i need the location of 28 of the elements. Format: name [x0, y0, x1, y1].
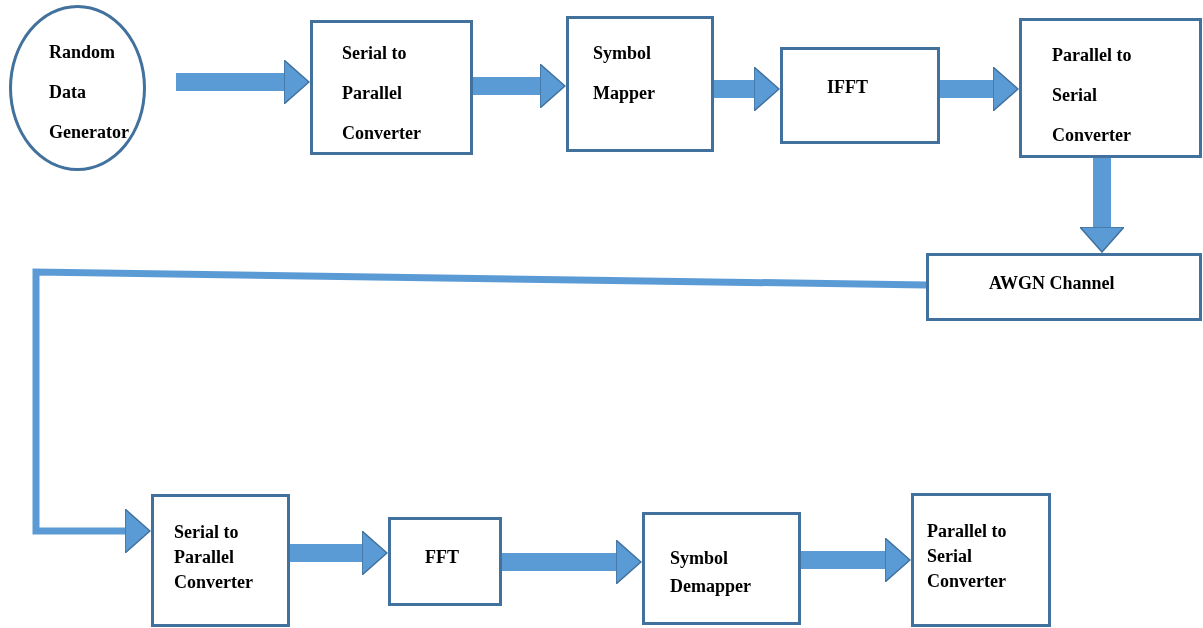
- process-box: [1019, 18, 1202, 158]
- node-label: Parallel to Serial Converter: [927, 520, 1008, 593]
- arrow: [290, 530, 388, 576]
- process-box: [926, 253, 1202, 321]
- node-label: IFFT: [827, 76, 869, 99]
- process-box: [310, 20, 473, 155]
- arrow: [714, 66, 780, 112]
- node-label: Serial to Parallel Converter: [174, 521, 254, 594]
- node-label: AWGN Channel: [989, 272, 1116, 295]
- node-label: FFT: [425, 546, 460, 569]
- node-label: Symbol Demapper: [670, 547, 752, 598]
- process-box: [911, 493, 1051, 627]
- node-label: Random Data Generator: [49, 41, 130, 144]
- arrow: [32, 268, 927, 554]
- arrow: [801, 537, 911, 583]
- arrow: [940, 66, 1019, 112]
- arrow: [176, 59, 310, 105]
- process-box: [780, 47, 940, 144]
- arrow: [502, 539, 642, 585]
- process-box: [388, 517, 502, 606]
- arrow: [1079, 158, 1125, 253]
- node-label: Symbol Mapper: [593, 42, 656, 105]
- process-box: [566, 16, 714, 152]
- process-box: [642, 512, 801, 625]
- process-box: [151, 494, 290, 627]
- node-label: Serial to Parallel Converter: [342, 42, 422, 145]
- node-label: Parallel to Serial Converter: [1052, 44, 1133, 147]
- arrow: [473, 63, 566, 109]
